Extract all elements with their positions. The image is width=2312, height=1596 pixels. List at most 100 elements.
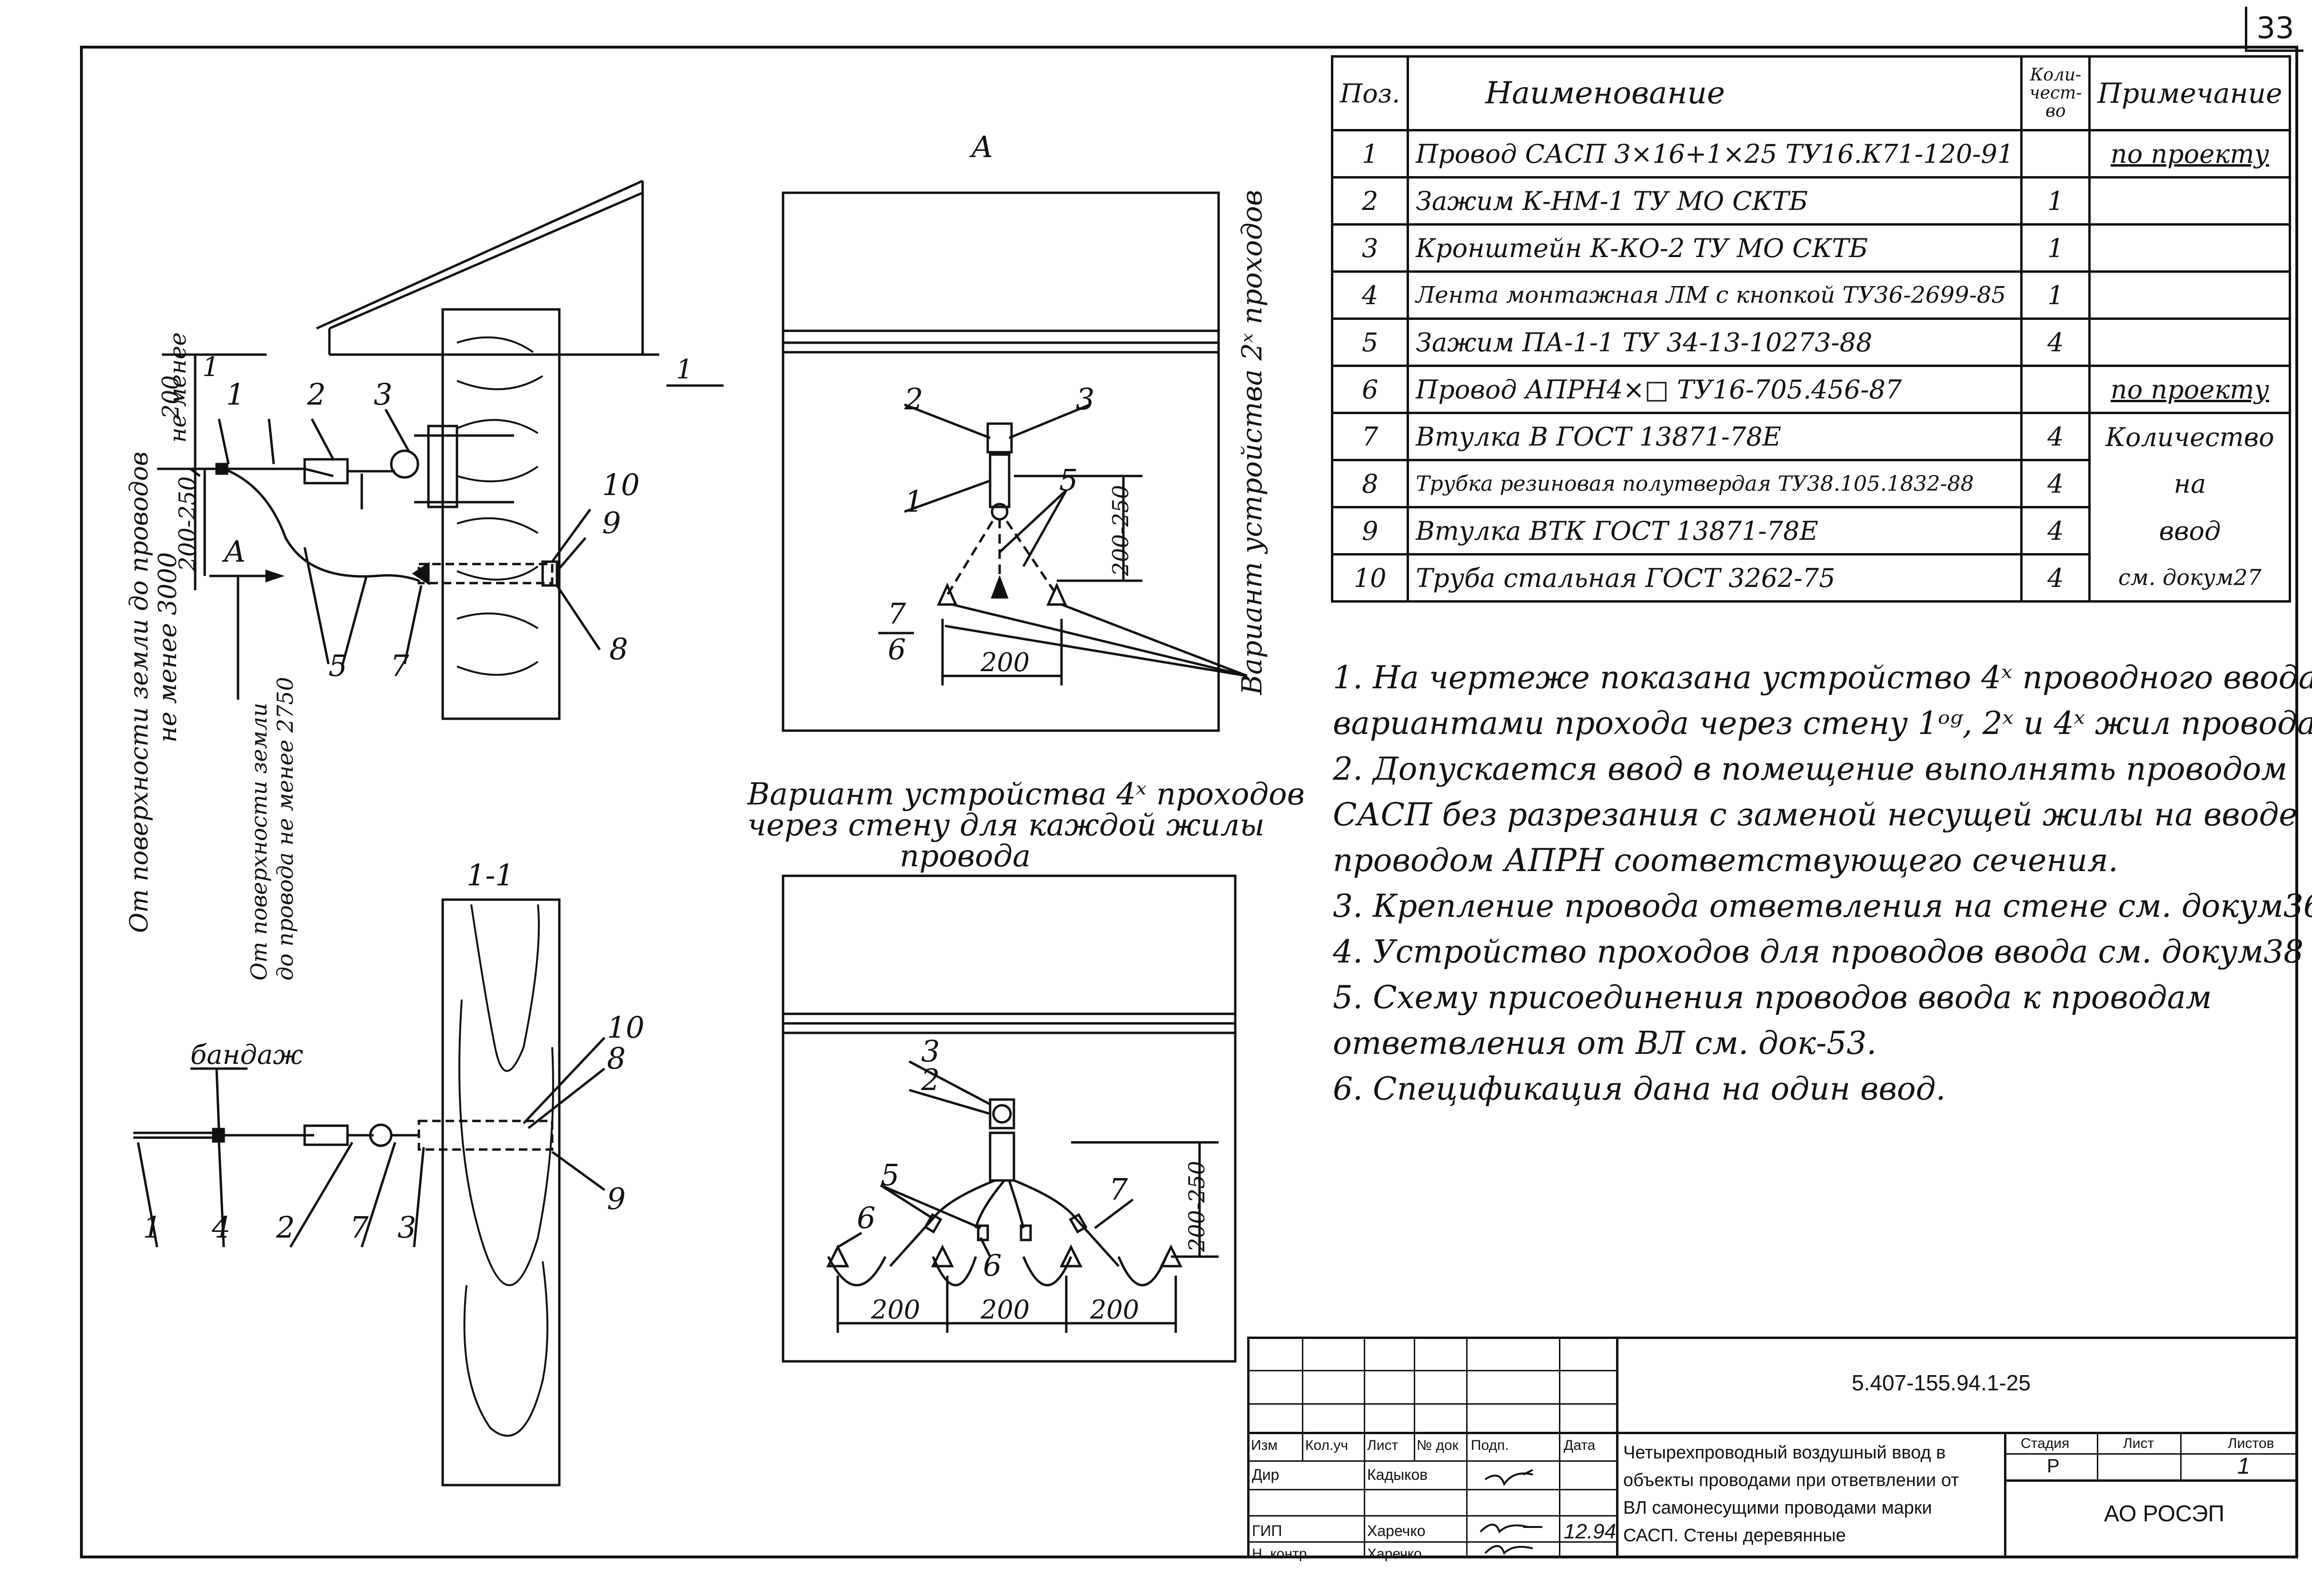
section-mark-left: 1 — [202, 352, 219, 383]
table-row: 5 Зажим ПА-1-1 ТУ 34-13-10273-88 4 — [1330, 317, 2292, 367]
num-9-main: 9 — [602, 506, 621, 540]
table-row: 1 Провод САСП 3×16+1×25 ТУ16.К71-120-91 … — [1330, 129, 2292, 178]
dim-200-250-left: 200-250 — [174, 476, 201, 572]
table-row: 9 Втулка ВТК ГОСТ 13871-78Е 4 ввод — [1330, 506, 2292, 555]
variant4-frame — [782, 874, 1237, 1363]
stage-label: Стадия — [2021, 1436, 2070, 1451]
dim-ground-2750-line-1: От поверхности земли — [246, 703, 272, 981]
note-line: САСП без разрезания с заменой несущей жи… — [1333, 796, 2298, 833]
doc-title: Четырехпроводный воздушный ввод в объект… — [1623, 1443, 1959, 1546]
col-doc: № док — [1417, 1437, 1459, 1453]
table-row: 7 Втулка В ГОСТ 13871-78Е 4 Количество — [1330, 412, 2292, 461]
service-wire — [223, 467, 419, 582]
header-pos: Поз. — [1330, 55, 1409, 131]
fraction-6: 6 — [888, 633, 906, 666]
variant-4-line-3: провода — [900, 839, 1031, 874]
sheet-number: 33 — [2245, 7, 2303, 52]
header-qty: Коли- чест- во — [2020, 55, 2091, 131]
section-title: 1-1 — [466, 858, 514, 892]
name-gip: Харечко — [1367, 1522, 1426, 1539]
num-5-view-a: 5 — [1059, 463, 1078, 497]
notes-block: 1. На чертеже показана устройство 4ˣ про… — [1333, 655, 2312, 1112]
note-line: 5. Схему присоединения проводов ввода к … — [1333, 979, 2212, 1016]
view-a-title: А — [969, 129, 993, 164]
section-tube — [417, 1120, 554, 1151]
dim-200-top: 200 — [158, 375, 184, 419]
num-3-section: 3 — [397, 1210, 416, 1245]
col-kol-uch: Кол.уч — [1305, 1437, 1348, 1453]
table-row: 4 Лента монтажная ЛМ с кнопкой ТУ36-2699… — [1330, 270, 2292, 320]
table-row: 3 Кронштейн К-КО-2 ТУ МО СКТБ 1 — [1330, 223, 2292, 273]
variant-2-text: Вариант устройства 2ˣ проходов — [1236, 190, 1268, 695]
section-wall — [441, 898, 561, 1487]
col-list: Лист — [1367, 1437, 1399, 1453]
col-sign: Подп. — [1471, 1437, 1509, 1453]
role-gip: ГИП — [1252, 1522, 1282, 1539]
role-nkontr: Н. контр. — [1252, 1546, 1311, 1562]
note-line: 3. Крепление провода ответвления на стен… — [1333, 888, 2312, 924]
num-3-main: 3 — [374, 377, 392, 412]
view-a-frame — [782, 191, 1220, 732]
header-name: Наименование — [1407, 55, 2023, 131]
note-line: 1. На чертеже показана устройство 4ˣ про… — [1333, 659, 2312, 696]
num-10-section: 10 — [607, 1010, 645, 1045]
num-5-main: 5 — [328, 648, 347, 683]
dim-ground-2750-line-2: до провода не менее 2750 — [272, 677, 298, 981]
note-line: 4. Устройство проходов для проводов ввод… — [1333, 933, 2304, 970]
dim-200-c: 200 — [1090, 1295, 1139, 1325]
note-line: ответвления от ВЛ см. док-53. — [1333, 1025, 1877, 1061]
role-dir: Дир — [1252, 1466, 1280, 1483]
num-4-section: 4 — [211, 1210, 230, 1245]
date-gip: 12.94 — [1564, 1520, 1617, 1543]
num-6-variant-a: 6 — [857, 1200, 875, 1235]
col-date: Дата — [1564, 1437, 1596, 1453]
note-line: проводом АПРН соответствующего сечения. — [1333, 842, 2118, 879]
table-header-row: Поз. Наименование Коли- чест- во Примеча… — [1330, 55, 2292, 131]
num-1-view-a: 1 — [904, 484, 923, 519]
dim-200-250-view-a: 200-250 — [1108, 485, 1133, 576]
doc-code: 5.407-155.94.1-25 — [1852, 1370, 2031, 1395]
num-2-view-a: 2 — [904, 382, 923, 416]
num-2-variant: 2 — [921, 1062, 940, 1097]
dim-ground-3000-line-1: От поверхности земли до проводов — [125, 452, 154, 933]
table-row: 10 Труба стальная ГОСТ 3262-75 4 см. док… — [1330, 553, 2292, 603]
signatures — [1479, 1469, 1542, 1555]
sheet-label: Лист — [2123, 1436, 2154, 1451]
name-nkontr: Харечко — [1367, 1546, 1422, 1562]
variant-4-line-2: через стену для каждой жилы — [747, 808, 1264, 843]
num-5-variant: 5 — [881, 1158, 899, 1192]
num-8-section: 8 — [607, 1041, 625, 1076]
note-line: вариантами прохода через стену 1ᵒᵍ, 2ˣ и… — [1333, 705, 2312, 742]
num-6-variant-b: 6 — [983, 1248, 1002, 1283]
note-line: 6. Спецификация дана на один ввод. — [1333, 1071, 1946, 1107]
specification-table: Поз. Наименование Коли- чест- во Примеча… — [1330, 55, 2292, 603]
num-2-main: 2 — [307, 377, 326, 412]
dim-200-250-variant: 200-250 — [1184, 1161, 1210, 1252]
note-line: 2. Допускается ввод в помещение выполнят… — [1333, 751, 2288, 787]
num-3-variant: 3 — [921, 1034, 940, 1069]
section-mark-right: 1 — [676, 354, 693, 385]
wooden-wall — [441, 308, 561, 720]
dim-not-less-label: не менее — [165, 332, 191, 443]
sheets-label: Листов — [2228, 1436, 2274, 1451]
num-8-main: 8 — [609, 632, 628, 666]
table-row: 6 Провод АПРН4×□ ТУ16-705.456-87 по прое… — [1330, 365, 2292, 414]
name-dir: Кадыков — [1367, 1466, 1428, 1483]
dim-200-a: 200 — [871, 1295, 920, 1325]
num-3-view-a: 3 — [1076, 382, 1094, 416]
arrow-a-label: А — [222, 534, 246, 569]
variant-4-line-1: Вариант устройства 4ˣ проходов — [747, 777, 1305, 812]
num-9-section: 9 — [607, 1181, 625, 1216]
num-7-section: 7 — [350, 1210, 369, 1245]
bracket-hook — [390, 449, 419, 479]
dim-ground-3000-line-2: не менее 3000 — [154, 552, 182, 743]
num-2-section: 2 — [276, 1210, 295, 1245]
dim-200-b: 200 — [980, 1295, 1030, 1325]
drawing-frame — [80, 46, 2298, 1558]
num-1-main: 1 — [226, 377, 245, 412]
table-row: 2 Зажим К-НМ-1 ТУ МО СКТБ 1 — [1330, 176, 2292, 226]
title-block: 5.407-155.94.1-25 Изм Кол.уч Лист № док … — [1247, 1337, 2298, 1562]
num-1-section: 1 — [143, 1210, 161, 1245]
organization: АО РОСЭП — [2104, 1501, 2225, 1527]
